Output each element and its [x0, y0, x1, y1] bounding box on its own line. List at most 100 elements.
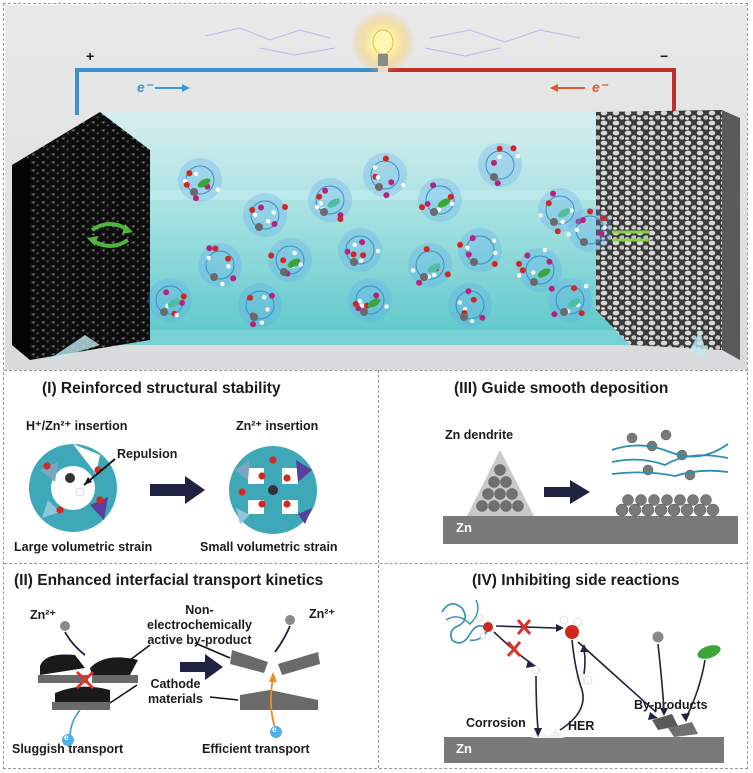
byproduct-label: Non- electrochemically active by-product: [147, 603, 252, 647]
zn-dendrite-label: Zn dendrite: [445, 428, 514, 442]
anion: [537, 268, 551, 278]
atom: [551, 311, 558, 318]
atom: [571, 285, 578, 292]
atom: [410, 268, 416, 273]
cluster-halo: [458, 228, 502, 272]
atom: [465, 245, 470, 250]
atom: [598, 230, 605, 237]
atom: [225, 255, 232, 262]
zn-ion: [250, 313, 258, 321]
atom: [491, 261, 498, 267]
electron-label-right: e⁻: [592, 79, 608, 95]
atom: [583, 284, 589, 289]
atom: [230, 275, 237, 282]
cluster-halo: [478, 143, 522, 187]
blocked-cross: [75, 670, 95, 690]
atom: [375, 248, 381, 254]
byproduct-block-left: [40, 654, 85, 675]
repulsion-label: Repulsion: [117, 447, 178, 461]
atom: [574, 227, 580, 232]
cluster-ring: [415, 250, 445, 280]
anion: [437, 198, 451, 208]
zn-label-4: Zn: [456, 741, 472, 756]
zn-ion-left: [60, 621, 70, 631]
atom: [548, 285, 555, 292]
atom: [550, 190, 556, 197]
divider-top: [4, 370, 748, 371]
atom: [350, 251, 357, 258]
atom: [465, 288, 472, 295]
reaction-arrows: [493, 625, 706, 731]
anion-4: [697, 645, 721, 659]
cluster-ring: [355, 285, 385, 315]
zn-substrate-3: [443, 516, 738, 544]
anion: [567, 298, 581, 308]
insertion-left-label: H⁺/Zn²⁺ insertion: [26, 419, 128, 433]
water-molecule: [565, 625, 579, 639]
zn-ion: [580, 238, 588, 246]
atom: [262, 295, 267, 300]
atom: [372, 165, 378, 170]
zn-ion: [530, 278, 538, 286]
atom: [259, 320, 265, 325]
atom: [419, 204, 425, 211]
zn-label-3: Zn: [456, 520, 472, 535]
cluster-ring: [555, 285, 585, 315]
anion: [367, 298, 381, 308]
atom: [457, 300, 462, 305]
cluster-halo: [308, 178, 352, 222]
transition-arrow-2: [180, 654, 223, 680]
electron-right-label: e: [272, 725, 277, 734]
cluster-halo: [518, 248, 562, 292]
zn-ion-right: [285, 615, 295, 625]
electron-arrow-right: [550, 84, 558, 92]
atom: [469, 235, 476, 242]
negative-wire: [388, 68, 676, 118]
lightning-effect: [204, 27, 581, 57]
atom: [457, 241, 464, 248]
positive-sign: +: [86, 48, 95, 64]
atom: [602, 225, 607, 230]
atom: [375, 175, 381, 180]
atom: [401, 182, 406, 188]
atom: [388, 179, 395, 186]
atom: [318, 201, 323, 206]
atom: [280, 257, 287, 264]
atom: [384, 304, 389, 309]
zn-ion: [550, 218, 558, 226]
zn-ion: [160, 308, 168, 316]
electron-left: [62, 734, 74, 746]
atom: [292, 250, 297, 256]
atom: [359, 258, 364, 263]
atom: [444, 271, 451, 278]
atom: [493, 250, 498, 256]
atom: [268, 252, 275, 259]
zn-ion-4: [652, 631, 664, 643]
atom: [258, 204, 264, 211]
atom: [497, 154, 502, 160]
cathode-tilted-left: [230, 650, 268, 673]
panel1-title: (I) Reinforced structural stability: [42, 380, 281, 397]
atom: [220, 281, 225, 287]
atom: [600, 215, 606, 222]
zn-ion: [190, 188, 198, 196]
divider-middle: [4, 563, 748, 564]
atom: [569, 208, 574, 213]
crystal-small-strain: [229, 446, 317, 534]
atom: [193, 171, 199, 177]
zn-ion: [375, 183, 383, 191]
hydrogen-atom: [531, 665, 541, 675]
atom: [314, 205, 320, 210]
atom: [193, 195, 199, 202]
atom: [491, 159, 497, 166]
cluster-ring: [245, 290, 275, 320]
atom: [174, 312, 179, 318]
figure-frame: [3, 3, 748, 769]
cluster-ring: [545, 195, 575, 225]
cathode-plate-left: [52, 702, 110, 710]
panel2-title: (II) Enhanced interfacial transport kine…: [14, 572, 324, 589]
atom: [494, 180, 501, 187]
anion: [197, 178, 211, 188]
